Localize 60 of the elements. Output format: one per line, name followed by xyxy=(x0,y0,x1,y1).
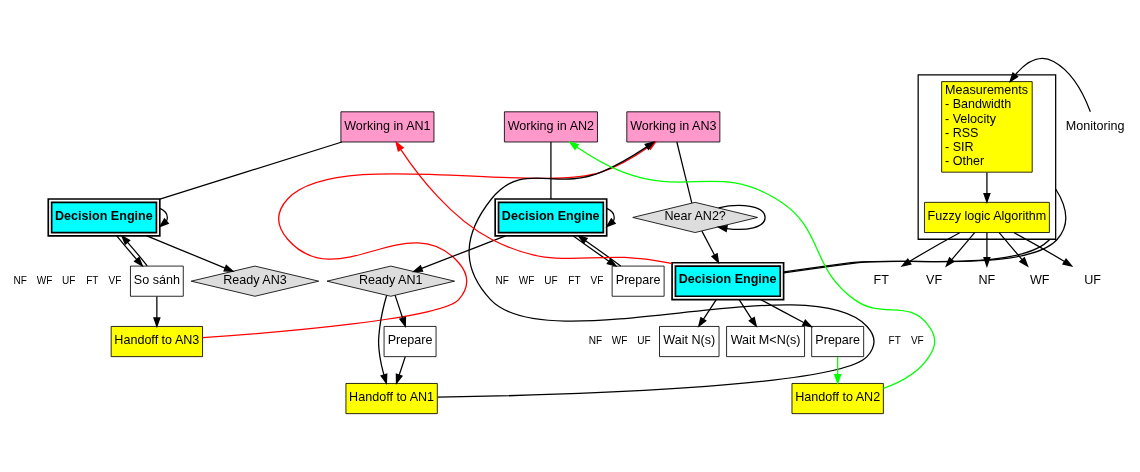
node-box: Working in AN1 xyxy=(340,111,435,143)
arrow xyxy=(900,232,961,267)
label: UF xyxy=(637,335,651,347)
connector xyxy=(783,188,1067,274)
node-box: Prepare xyxy=(611,265,665,297)
node-box: Fuzzy logic Algorithm xyxy=(924,201,1050,233)
node-box: Handoff to AN2 xyxy=(791,383,884,415)
label: VF xyxy=(108,274,122,286)
node-box: Working in AN3 xyxy=(626,111,721,143)
label: WF xyxy=(36,274,53,286)
node-box: Handoff to AN3 xyxy=(110,326,203,358)
arrow xyxy=(146,235,235,272)
connector xyxy=(783,238,1051,273)
node-text: VF xyxy=(926,273,943,288)
arrow xyxy=(983,232,991,268)
node-text: UF xyxy=(1084,273,1101,288)
arrow xyxy=(701,230,720,265)
node-box: Prepare xyxy=(383,326,437,358)
arrow xyxy=(411,235,507,273)
connector xyxy=(159,141,343,200)
arrow xyxy=(716,204,766,233)
label: UF xyxy=(544,274,558,286)
label: WF xyxy=(611,335,628,347)
label: VF xyxy=(590,274,604,286)
node-box: Handoff to AN1 xyxy=(345,383,438,415)
arrow xyxy=(377,294,388,385)
node-box: Wait N(s) xyxy=(659,326,720,358)
arrow xyxy=(738,299,758,328)
arrow xyxy=(394,294,407,328)
node-text: FT xyxy=(873,273,889,288)
label: FT xyxy=(888,335,901,347)
arrow xyxy=(760,299,814,328)
arrow xyxy=(395,356,406,385)
arrow xyxy=(1013,232,1074,267)
node-box: Wait M<N(s) xyxy=(726,326,805,358)
node-text: WF xyxy=(1029,273,1050,288)
arrow xyxy=(998,232,1029,268)
connector xyxy=(550,141,552,200)
node-box: Prepare xyxy=(811,326,865,358)
node-text: NF xyxy=(978,273,996,288)
arrow xyxy=(1008,57,1091,113)
node-text: Monitoring xyxy=(1065,118,1125,133)
label: NF xyxy=(13,274,27,286)
label: NF xyxy=(588,335,603,347)
label: VF xyxy=(910,335,924,347)
arrow xyxy=(605,207,617,228)
arrow xyxy=(697,299,717,328)
arrow xyxy=(945,232,976,268)
label: NF xyxy=(495,274,509,286)
label: FT xyxy=(86,274,99,286)
node-box: Measurements - Bandwidth - Velocity - RSS - SIR - Other xyxy=(941,81,1033,173)
connector xyxy=(676,141,693,204)
label: FT xyxy=(568,274,581,286)
label: WF xyxy=(518,274,535,286)
node-box: Working in AN2 xyxy=(503,111,598,143)
node-box: So sánh xyxy=(130,265,184,297)
arrow xyxy=(158,207,170,228)
label: UF xyxy=(62,274,76,286)
arrow xyxy=(983,171,991,204)
arrow xyxy=(153,295,161,329)
